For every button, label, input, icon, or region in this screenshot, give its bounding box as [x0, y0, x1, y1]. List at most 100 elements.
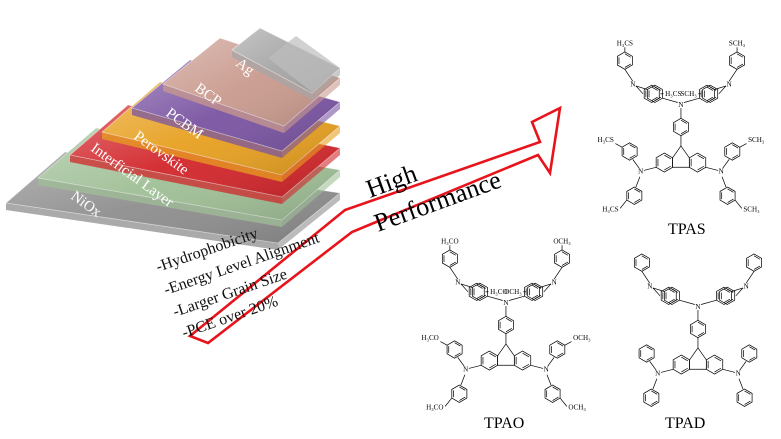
- double-bond: [522, 363, 530, 369]
- bond: [705, 166, 719, 171]
- benzene-ring: [724, 142, 741, 161]
- double-bond: [449, 261, 456, 266]
- bond: [449, 267, 459, 280]
- benzene-ring: [616, 51, 633, 70]
- benzene-ring: [716, 286, 732, 305]
- benzene-ring: [655, 152, 673, 173]
- bond: [460, 283, 469, 293]
- double-bond: [732, 154, 739, 159]
- bond: [701, 299, 717, 305]
- bond: [718, 85, 727, 95]
- nitrogen-atom-core: N: [678, 101, 683, 109]
- bond: [649, 361, 657, 371]
- double-bond: [535, 284, 542, 289]
- double-bond: [522, 352, 530, 358]
- benzene-ring: [498, 315, 514, 335]
- benefits-list: -Hydrophobicity -Energy Level Alignment …: [154, 225, 322, 342]
- benzene-ring: [638, 344, 655, 363]
- double-bond: [723, 298, 731, 303]
- substituent-label: H₃CS: [602, 206, 618, 214]
- double-bond: [714, 356, 722, 362]
- benzene-ring: [663, 286, 680, 305]
- double-bond: [624, 63, 631, 68]
- benzene-ring: [672, 354, 690, 375]
- benzene-ring: [702, 84, 719, 103]
- bond: [619, 199, 628, 209]
- arrow-outline: [187, 105, 562, 345]
- bond: [632, 159, 640, 169]
- double-bond: [736, 53, 744, 58]
- benzene-ring: [626, 186, 643, 205]
- bond: [739, 361, 747, 371]
- double-bond: [476, 294, 483, 299]
- benzene-ring: [527, 282, 544, 301]
- double-bond: [489, 363, 496, 369]
- bond: [559, 397, 568, 407]
- benzene-ring: [690, 319, 706, 339]
- double-bond: [681, 356, 688, 362]
- bond: [547, 357, 555, 367]
- benzene-ring: [554, 249, 570, 268]
- substituent-label: H₃CO: [441, 238, 458, 246]
- substituent-label: H₃CS: [598, 136, 614, 144]
- bond: [739, 143, 747, 148]
- five-membered-ring: [689, 347, 707, 370]
- bond: [652, 378, 658, 390]
- double-bond: [697, 154, 705, 160]
- layer-side-right: [312, 68, 340, 100]
- substituent-label: SCH₃: [748, 136, 765, 144]
- nitrogen-atom: N: [655, 370, 660, 378]
- benzene-ring: [471, 282, 488, 301]
- benzene-ring: [736, 388, 753, 407]
- bond: [509, 295, 525, 301]
- bond: [662, 97, 678, 103]
- nitrogen-atom-core: N: [695, 303, 700, 311]
- substituent-label: SCH₃: [680, 90, 697, 98]
- nitrogen-atom: N: [736, 370, 741, 378]
- double-bond: [459, 396, 466, 401]
- layer-side-front: [38, 178, 282, 227]
- double-bond: [697, 321, 704, 326]
- bond: [721, 176, 727, 188]
- benzene-ring: [660, 286, 677, 305]
- bond: [745, 271, 755, 284]
- layer-bcp: BCP: [162, 37, 341, 133]
- layer-side-front: [232, 50, 312, 100]
- bond: [468, 364, 482, 369]
- five-membered-ring: [672, 145, 690, 168]
- double-bond: [749, 356, 756, 361]
- substituent-label: SCH₃: [729, 40, 746, 48]
- double-bond: [629, 154, 636, 159]
- double-bond: [749, 346, 756, 351]
- double-bond: [557, 352, 564, 357]
- bond: [728, 69, 738, 82]
- bond: [734, 199, 743, 209]
- bond: [444, 397, 453, 407]
- bond: [722, 368, 736, 373]
- double-bond: [744, 390, 751, 395]
- double-bond: [489, 352, 496, 358]
- bond: [460, 374, 466, 386]
- double-bond: [651, 96, 658, 101]
- double-bond: [561, 261, 569, 266]
- benzene-ring: [480, 350, 498, 371]
- double-bond: [641, 265, 648, 270]
- bond: [440, 341, 448, 346]
- double-bond: [753, 255, 761, 260]
- bond: [624, 69, 634, 82]
- nitrogen-atom: N: [638, 168, 643, 176]
- benzene-ring: [633, 253, 650, 272]
- benzene-ring: [688, 152, 707, 173]
- double-bond: [681, 367, 688, 373]
- bond: [735, 287, 744, 297]
- benzene-ring: [451, 384, 468, 403]
- benzene-ring: [446, 340, 463, 359]
- nitrogen-atom-core: N: [503, 299, 508, 307]
- layer-sheen: [163, 38, 340, 126]
- double-bond: [651, 390, 658, 395]
- double-bond: [561, 251, 569, 256]
- layer-side-right: [282, 170, 340, 227]
- bond: [684, 97, 700, 103]
